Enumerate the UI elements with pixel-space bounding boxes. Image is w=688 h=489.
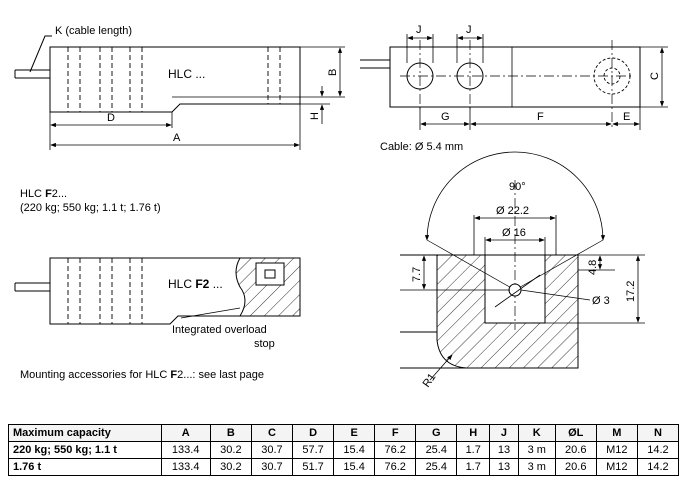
dim-a-label: A	[173, 132, 181, 144]
overload-label-line2: stop	[254, 338, 275, 350]
header-b: B	[209, 424, 252, 442]
cable-length-label: K (cable length)	[55, 25, 132, 37]
header-a: A	[160, 424, 211, 442]
header-m: M	[595, 424, 638, 442]
table-row: 220 kg; 550 kg; 1.1 t 133.4 30.2 30.7 57…	[8, 441, 680, 459]
cell-capacity: 1.76 t	[8, 458, 162, 476]
cell: M12	[595, 441, 638, 459]
cable-note: Cable: Ø 5.4 mm	[380, 141, 463, 153]
header-d: D	[291, 424, 335, 442]
cell: 15.4	[333, 441, 376, 459]
cell: 133.4	[160, 458, 211, 476]
dim-c-label: C	[649, 72, 661, 80]
cell: 20.6	[554, 441, 597, 459]
dim-h-label: H	[309, 112, 321, 120]
dia-16-label: Ø 16	[502, 227, 526, 239]
cell: 20.6	[554, 458, 597, 476]
cell: 13	[489, 441, 519, 459]
dia-3-label: Ø 3	[592, 295, 610, 307]
cell: 30.2	[209, 441, 252, 459]
header-capacity: Maximum capacity	[8, 424, 162, 442]
header-f: F	[374, 424, 417, 442]
cell: 133.4	[160, 441, 211, 459]
cell: 25.4	[415, 441, 458, 459]
cell: 76.2	[374, 441, 417, 459]
cell: 14.2	[636, 458, 680, 476]
dim-17-2-label: 17.2	[625, 281, 637, 302]
spec-table-header-row: Maximum capacity A B C D E F G H J K ØL …	[8, 424, 680, 442]
cell: 14.2	[636, 441, 680, 459]
header-e: E	[333, 424, 376, 442]
header-c: C	[250, 424, 294, 442]
dim-7-7-label: 7.7	[411, 267, 423, 282]
dim-j1-label: J	[416, 24, 422, 36]
accessories-note: Mounting accessories for HLC F2...: see …	[20, 369, 264, 381]
header-l: ØL	[554, 424, 597, 442]
f2-title: HLC F2...	[20, 188, 67, 200]
cell: 25.4	[415, 458, 458, 476]
dim-j2-label: J	[466, 24, 472, 36]
top-view	[14, 35, 345, 150]
cell: 1.7	[456, 458, 491, 476]
dim-g-label: G	[441, 111, 450, 123]
dim-d-label: D	[107, 112, 115, 124]
dim-4-8-label: 4.8	[587, 260, 599, 275]
overload-label-line1: Integrated overload	[172, 324, 267, 336]
cell: 3 m	[517, 458, 556, 476]
header-h: H	[456, 424, 491, 442]
cell: 57.7	[291, 441, 335, 459]
cell: 1.7	[456, 441, 491, 459]
cell: 30.7	[250, 458, 294, 476]
header-g: G	[415, 424, 458, 442]
spec-table: Maximum capacity A B C D E F G H J K ØL …	[8, 424, 680, 476]
dim-f-label: F	[537, 111, 544, 123]
cell: 3 m	[517, 441, 556, 459]
header-j: J	[489, 424, 519, 442]
dim-e-label: E	[623, 111, 630, 123]
cell: 76.2	[374, 458, 417, 476]
side-view	[360, 34, 668, 130]
f2-model-label: HLC F2 ...	[168, 277, 223, 291]
f2-capacities: (220 kg; 550 kg; 1.1 t; 1.76 t)	[20, 202, 161, 214]
cell: 30.2	[209, 458, 252, 476]
radius-label: R1	[421, 371, 439, 389]
detail-view	[400, 151, 645, 381]
technical-drawing: K (cable length) HLC ... D A B H	[14, 24, 668, 390]
cell: 15.4	[333, 458, 376, 476]
header-n: N	[636, 424, 680, 442]
cell: 51.7	[291, 458, 335, 476]
cell: 30.7	[250, 441, 294, 459]
header-k: K	[517, 424, 556, 442]
cell: M12	[595, 458, 638, 476]
cell-capacity: 220 kg; 550 kg; 1.1 t	[8, 441, 162, 459]
model-label-top: HLC ...	[168, 67, 205, 81]
table-row: 1.76 t 133.4 30.2 30.7 51.7 15.4 76.2 25…	[8, 458, 680, 476]
dia-22-label: Ø 22.2	[496, 205, 529, 217]
cell: 13	[489, 458, 519, 476]
f2-view	[14, 257, 301, 325]
angle-label: 90°	[509, 181, 526, 193]
dim-b-label: B	[327, 69, 339, 76]
